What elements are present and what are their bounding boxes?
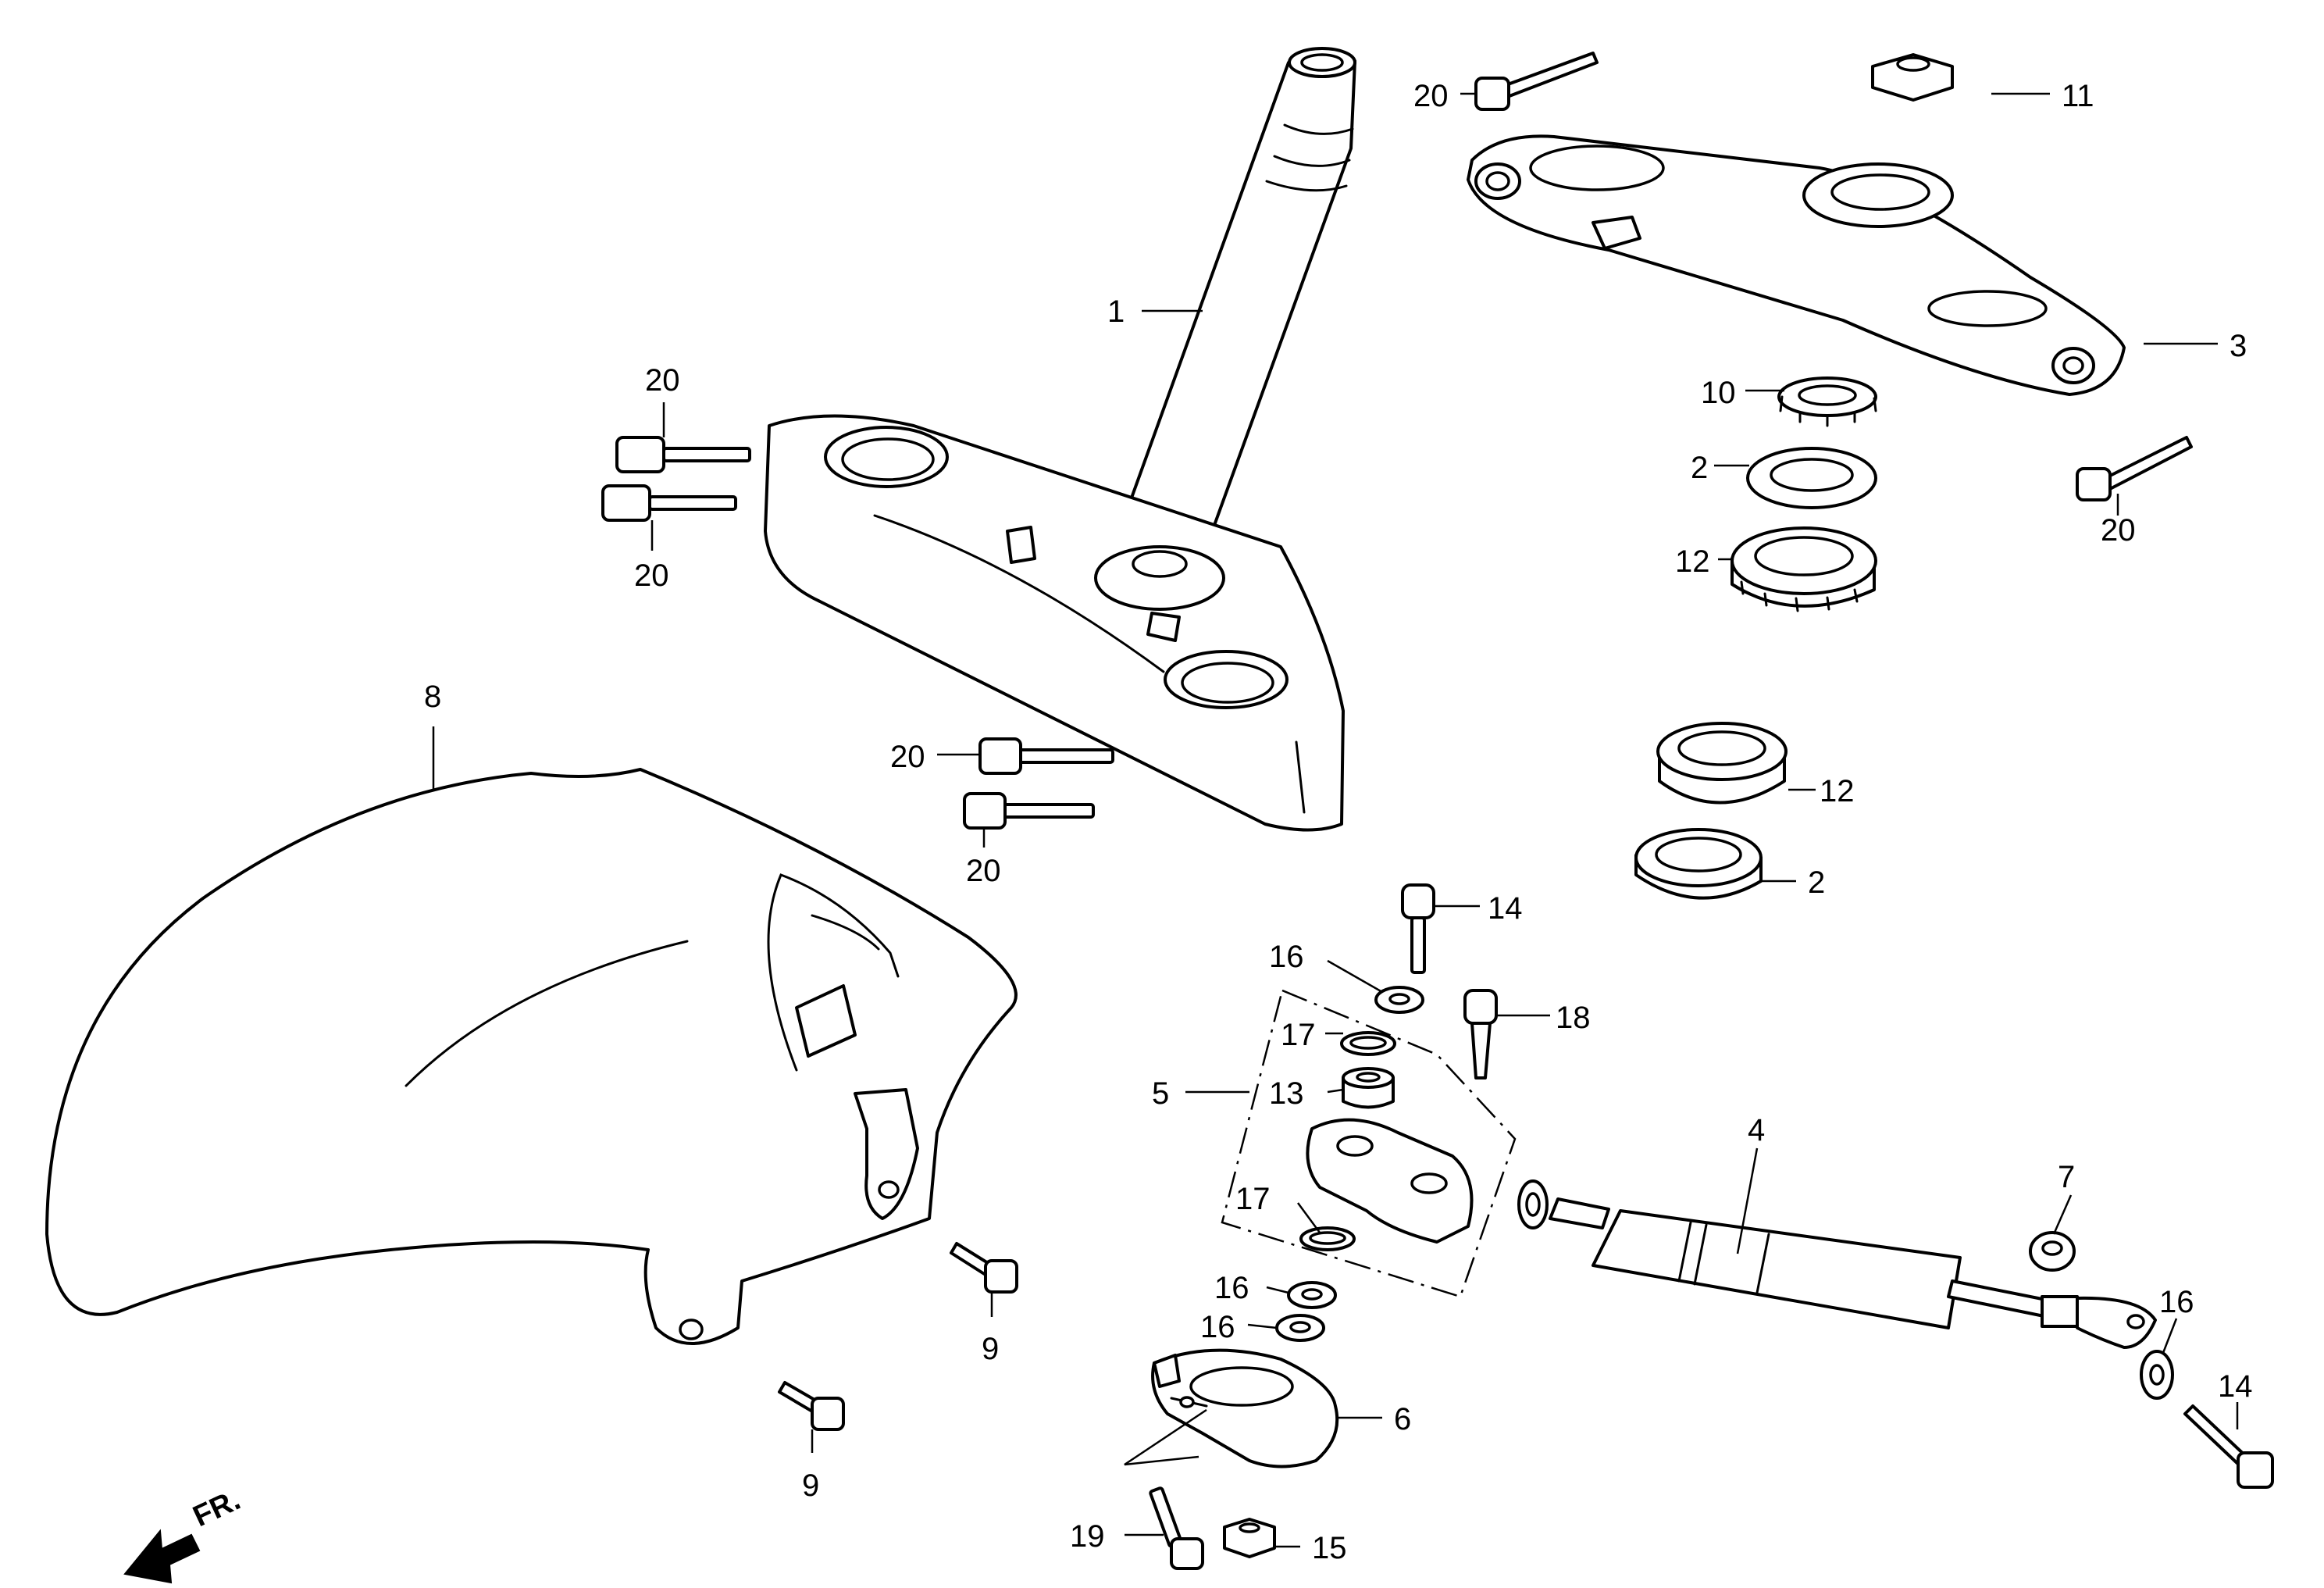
callout-16: 16: [1214, 1271, 1249, 1305]
bolt-14-a-part: [1401, 883, 1435, 974]
callout-20: 20: [966, 854, 1001, 888]
bearing-lower-part: [1656, 722, 1788, 805]
callout-20: 20: [890, 740, 925, 774]
callout-1: 1: [1107, 294, 1125, 329]
bolt-20-left-b-part: [601, 484, 737, 522]
callout-11: 11: [2062, 79, 2094, 113]
callout-19: 19: [1070, 1519, 1105, 1554]
lower-bracket-part: [764, 414, 1345, 832]
damper-bracket-assembly-part: [1221, 989, 1517, 1298]
callout-numbers: 1 20 11 3 10 2 12 20 20 20 20 20 8 12 2 …: [424, 79, 2253, 1565]
dust-seal-lower-part: [1634, 828, 1763, 900]
callout-15: 15: [1312, 1531, 1347, 1565]
bolt-9-a-part: [950, 1242, 1018, 1294]
upper-bracket-part: [1467, 134, 2126, 396]
clamp-6-part: [1124, 1348, 1339, 1468]
bolt-18-part: [1463, 989, 1498, 1079]
washer-16-a-part: [1374, 986, 1424, 1014]
callout-20: 20: [1413, 79, 1449, 113]
callout-4: 4: [1748, 1113, 1765, 1147]
washer-16-b-part: [1287, 1281, 1337, 1309]
bushing-13-part: [1342, 1067, 1395, 1109]
callout-9: 9: [802, 1468, 819, 1503]
callout-9: 9: [982, 1332, 999, 1366]
ring-17-b-part: [1299, 1226, 1356, 1251]
bolt-9-b-part: [778, 1381, 845, 1431]
callout-2: 2: [1691, 451, 1708, 485]
stem-nut-part: [1871, 53, 1954, 102]
front-direction-indicator: FR.: [123, 1483, 245, 1584]
lock-nut-part: [1777, 376, 1877, 427]
callout-6: 6: [1394, 1402, 1411, 1436]
callout-16: 16: [1269, 940, 1304, 974]
callout-16: 16: [2159, 1285, 2194, 1319]
callout-17: 17: [1235, 1182, 1271, 1216]
collar-7-part: [2029, 1231, 2076, 1272]
callout-14: 14: [2218, 1369, 2253, 1404]
bolt-20-mid-b-part: [963, 792, 1095, 830]
callout-20: 20: [2101, 513, 2136, 548]
callout-12: 12: [1675, 544, 1710, 579]
bolt-20-mid-a-part: [978, 737, 1114, 775]
leader-lines: [432, 92, 2239, 1548]
callout-16: 16: [1200, 1310, 1235, 1344]
callout-2: 2: [1808, 865, 1825, 900]
nut-15-part: [1223, 1518, 1276, 1558]
washer-16-c-part: [1275, 1314, 1325, 1342]
callout-12: 12: [1820, 774, 1855, 808]
bolt-19-part: [1149, 1486, 1204, 1570]
front-fender-part: [45, 768, 1018, 1345]
callout-3: 3: [2230, 329, 2247, 363]
callout-14: 14: [1488, 891, 1523, 926]
callout-7: 7: [2058, 1160, 2075, 1194]
callout-20: 20: [634, 558, 669, 593]
callout-18: 18: [1556, 1001, 1591, 1035]
bolt-14-b-part: [2183, 1404, 2274, 1489]
bolt-20-left-a-part: [615, 436, 751, 473]
ring-17-a-part: [1340, 1031, 1396, 1056]
callout-20: 20: [645, 363, 680, 398]
bearing-upper-part: [1731, 526, 1877, 612]
callout-8: 8: [424, 680, 441, 714]
steering-stem-part: [1115, 47, 1356, 548]
steering-damper-part: [1517, 1179, 2157, 1349]
callout-10: 10: [1701, 376, 1736, 410]
front-direction-label: FR.: [188, 1483, 245, 1533]
callout-13: 13: [1269, 1076, 1304, 1111]
bolt-20-top-part: [1474, 52, 1599, 111]
bolt-20-right-part: [2076, 436, 2193, 501]
callout-17: 17: [1281, 1018, 1316, 1052]
washer-16-d-part: [2140, 1350, 2174, 1400]
callout-5: 5: [1152, 1076, 1169, 1111]
dust-seal-upper-part: [1746, 447, 1877, 509]
front-arrow-icon: [123, 1529, 201, 1584]
